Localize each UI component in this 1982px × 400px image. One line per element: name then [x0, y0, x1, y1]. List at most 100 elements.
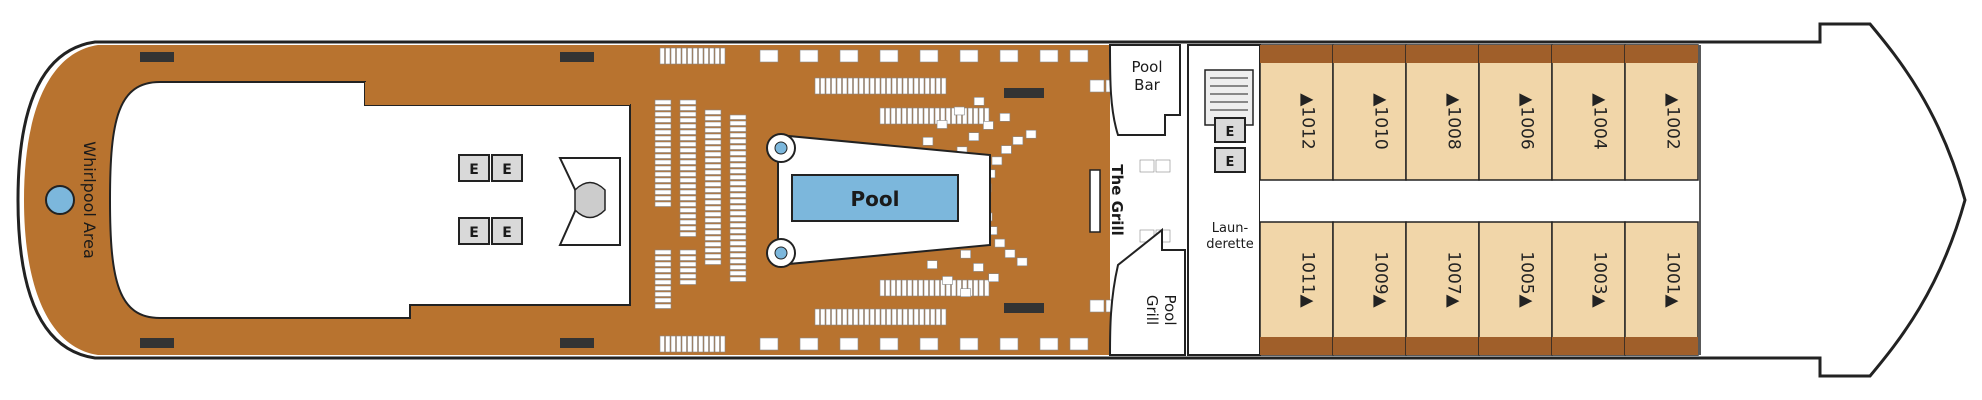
elevator: [458, 154, 490, 182]
lounger: [729, 210, 747, 216]
lounger: [654, 291, 672, 297]
lounger: [679, 105, 697, 111]
cabin-balcony: [1625, 337, 1698, 355]
lounger: [1016, 257, 1028, 267]
cabin-room: [1624, 221, 1699, 356]
lounger: [799, 49, 819, 63]
lounger: [679, 267, 697, 273]
lounger: [1155, 159, 1171, 173]
lounger: [913, 308, 919, 326]
lounger: [902, 77, 908, 95]
lounger: [759, 337, 779, 351]
lounger: [654, 255, 672, 261]
pool-label: Pool: [851, 187, 900, 211]
lounger: [1089, 79, 1105, 93]
lounger: [729, 258, 747, 264]
lounger: [729, 240, 747, 246]
lounger: [912, 279, 918, 297]
lounger: [842, 308, 848, 326]
lounger: [729, 138, 747, 144]
lounger: [825, 308, 831, 326]
lounger: [983, 121, 994, 130]
lounger: [959, 49, 979, 63]
stern-inner-area: [108, 81, 631, 319]
pool-bar-label-line1: Pool: [1131, 58, 1162, 76]
cabin-balcony: [1260, 337, 1333, 355]
lounger: [973, 97, 985, 106]
lounger: [913, 77, 919, 95]
lounger: [934, 279, 940, 297]
lounger: [839, 337, 859, 351]
lounger: [729, 162, 747, 168]
lounger: [959, 337, 979, 351]
lounger: [853, 77, 859, 95]
cabin-balcony: [1625, 45, 1698, 63]
cabin-balcony: [1552, 337, 1625, 355]
lounger: [886, 77, 892, 95]
lounger: [654, 105, 672, 111]
lounger: [918, 279, 924, 297]
elevator-label: E: [1226, 155, 1235, 170]
cabin-balcony: [1333, 337, 1406, 355]
lounger: [679, 111, 697, 117]
lounger: [704, 241, 722, 247]
lounger: [907, 107, 913, 125]
lounger: [907, 279, 913, 297]
lounger: [901, 279, 907, 297]
lounger: [919, 308, 925, 326]
whirlpool-area-label: Whirlpool Area: [80, 141, 99, 259]
elevator: [491, 154, 523, 182]
lounger: [679, 195, 697, 201]
lounger: [935, 308, 941, 326]
lounger: [978, 279, 984, 297]
lounger: [942, 276, 953, 285]
lounger: [879, 107, 885, 125]
lounger: [729, 156, 747, 162]
lounger: [847, 308, 853, 326]
cabin-room: [1551, 44, 1626, 181]
lounger: [703, 47, 709, 65]
lounger: [799, 337, 819, 351]
lounger: [967, 107, 973, 125]
lounger: [941, 308, 947, 326]
cabin-number: 1009▲: [1371, 251, 1391, 308]
elevator-label: E: [469, 162, 479, 178]
lounger: [842, 77, 848, 95]
lounger: [654, 261, 672, 267]
lounger: [999, 49, 1019, 63]
lounger: [654, 153, 672, 159]
lounger: [704, 175, 722, 181]
lounger: [679, 213, 697, 219]
cabin-balcony: [1333, 45, 1406, 63]
lounger: [880, 77, 886, 95]
lounger: [704, 169, 722, 175]
cabin-number: 1007▲: [1444, 251, 1464, 308]
pool-bar-label-line2: Bar: [1134, 76, 1160, 94]
cabin-number: 1001▲: [1663, 251, 1683, 308]
lounger: [880, 308, 886, 326]
cabin-number: 1003▲: [1590, 251, 1610, 308]
lounger: [654, 129, 672, 135]
lounger: [654, 303, 672, 309]
lounger: [679, 153, 697, 159]
lounger: [654, 201, 672, 207]
cabin-room: [1478, 44, 1553, 181]
pool-bar: [1108, 44, 1181, 136]
cabin: 1011▲: [1259, 221, 1334, 356]
lounger: [670, 47, 676, 65]
lounger: [687, 47, 693, 65]
cabin-room: [1624, 44, 1699, 181]
lounger: [676, 335, 682, 353]
lounger: [679, 117, 697, 123]
lounger: [729, 174, 747, 180]
lounger: [879, 337, 899, 351]
cabin: ▲1010: [1332, 44, 1407, 181]
lounger: [729, 180, 747, 186]
lounger: [945, 107, 951, 125]
lounger: [729, 168, 747, 174]
lounger: [704, 115, 722, 121]
lounger: [692, 47, 698, 65]
lounger: [729, 132, 747, 138]
lounger: [704, 217, 722, 223]
lounger: [704, 133, 722, 139]
